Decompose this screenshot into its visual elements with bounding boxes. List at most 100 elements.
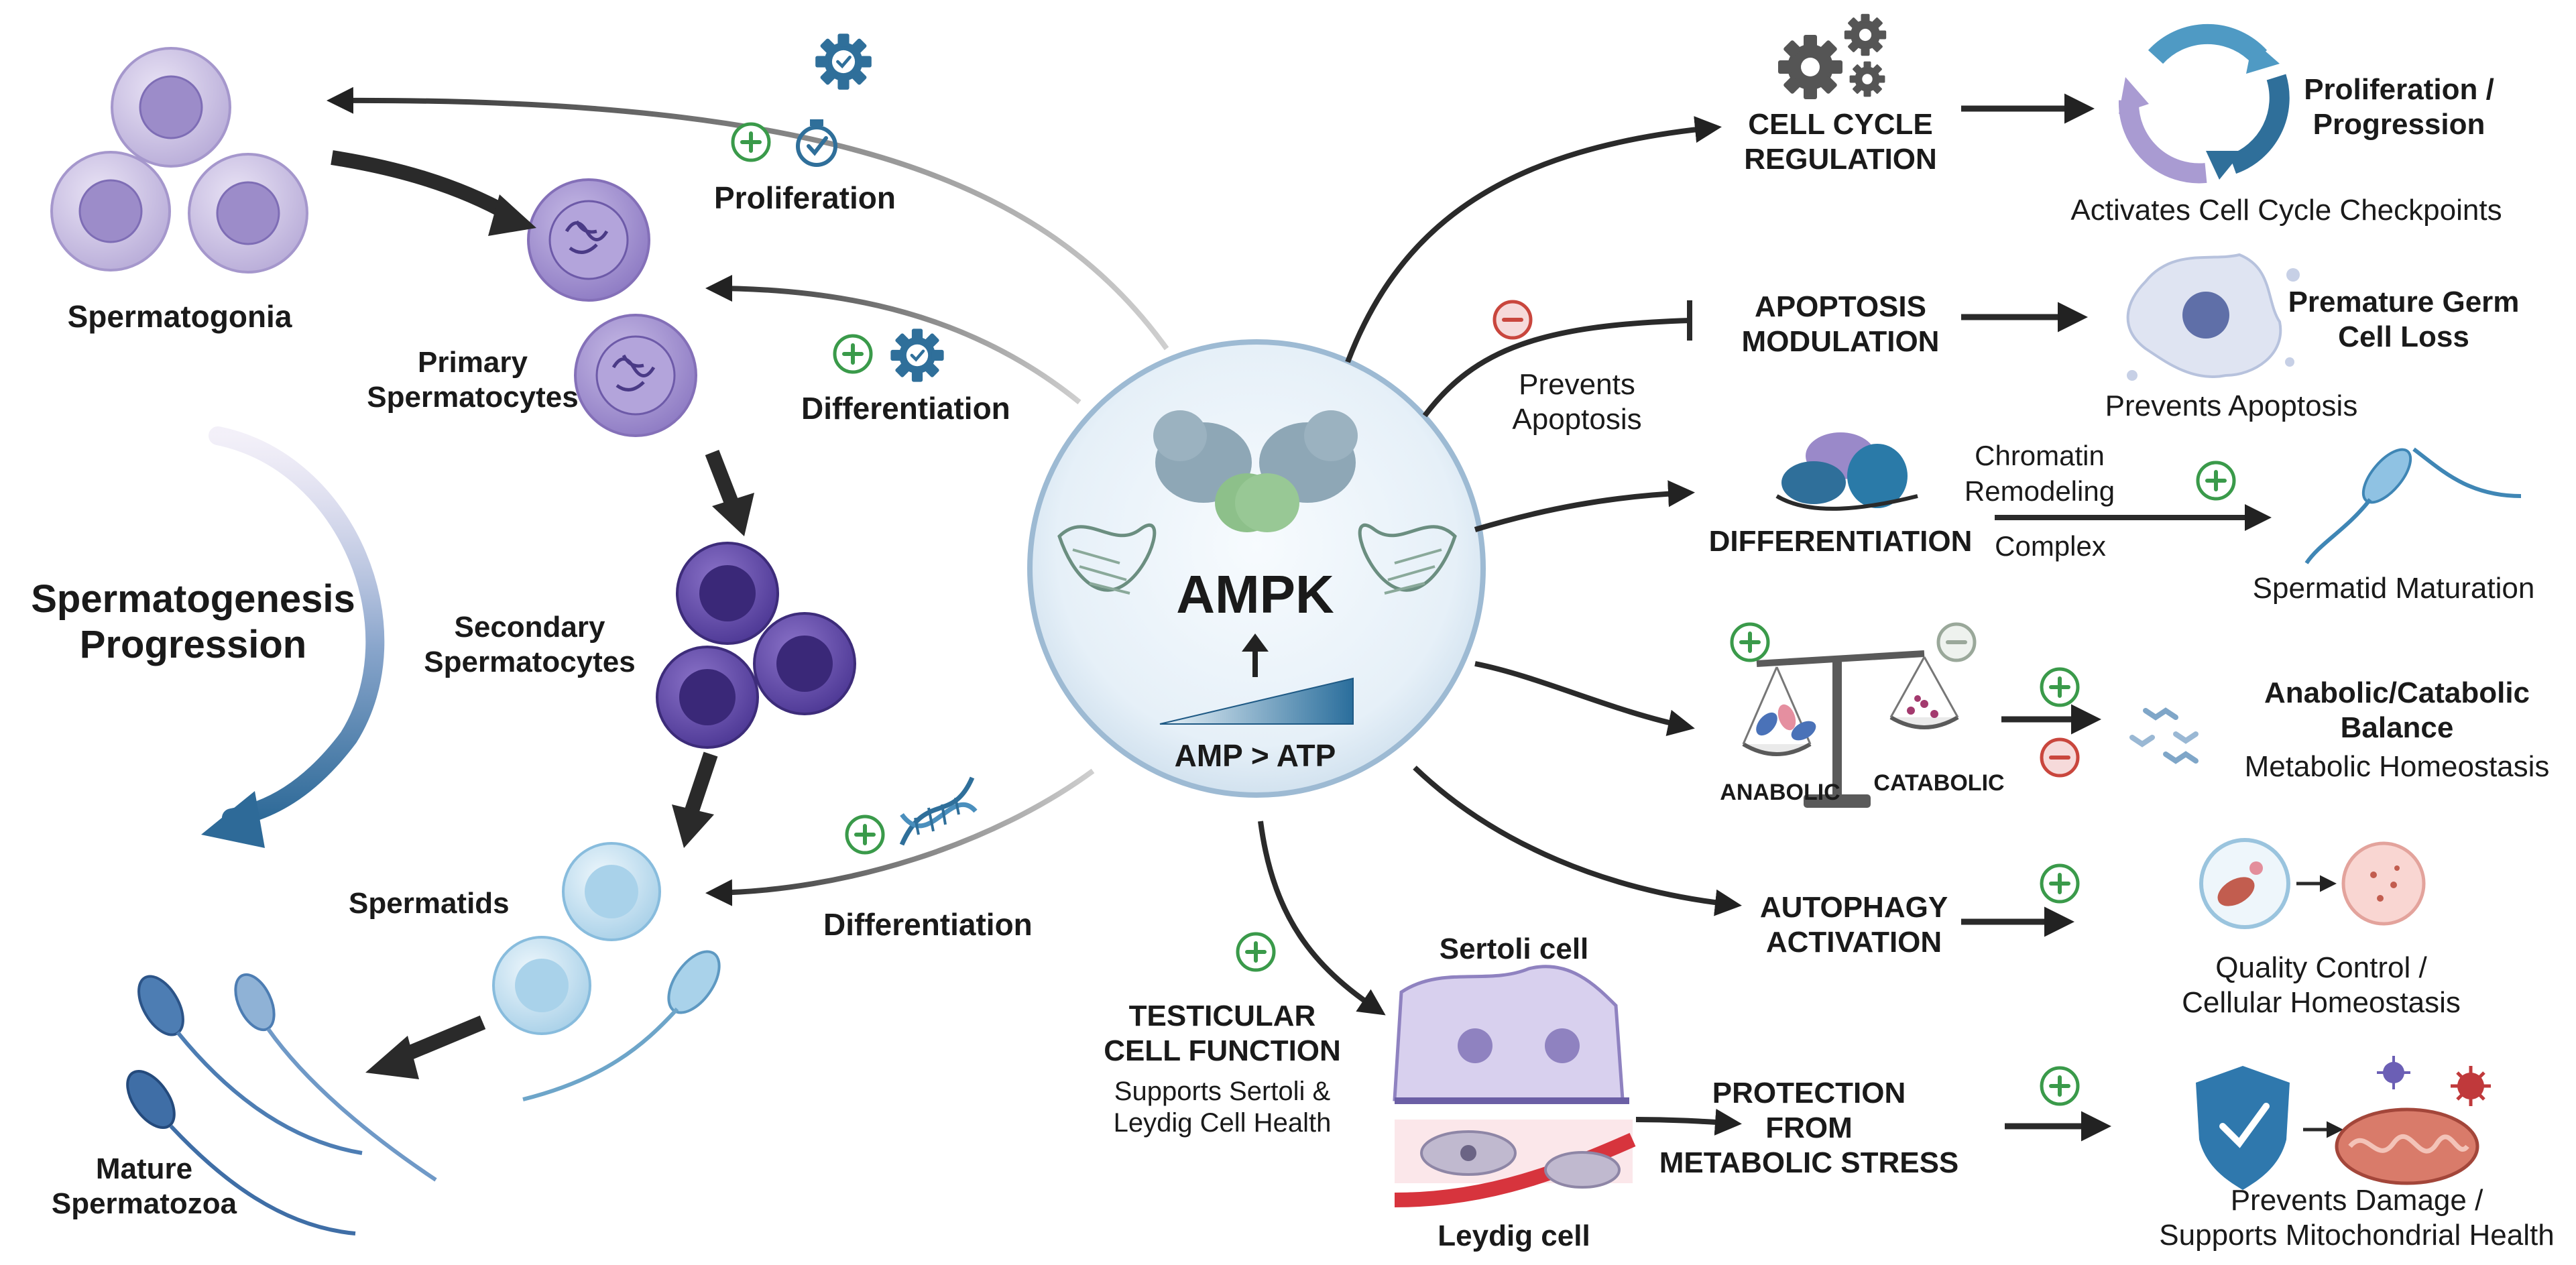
cell-cycle-outcome-line2: Progression [2312, 107, 2485, 141]
autophagosome-icon [2199, 838, 2426, 929]
spermatogonia-label: Spermatogonia [67, 299, 292, 334]
chromatin-icon [1775, 432, 1918, 511]
amp-atp-ratio: AMP > ATP [1174, 738, 1336, 773]
secondary-label-line2: Spermatocytes [424, 645, 636, 678]
spermatid-cells [492, 842, 721, 1101]
prevents-apoptosis-note: Prevents Apoptosis [2105, 389, 2358, 422]
progression-label: Spermatogenesis Progression [31, 577, 355, 668]
apoptosis-label: APOPTOSIS MODULATION [1742, 290, 1940, 359]
chromatin-plus-icon [2198, 463, 2234, 499]
prevents-damage-line1: Prevents Damage / [2230, 1184, 2483, 1217]
proliferation-label: Proliferation [714, 180, 896, 215]
testicular-function-label: TESTICULAR CELL FUNCTION [1104, 999, 1341, 1069]
spermatid-icon [2304, 447, 2522, 564]
germ-cell-loss-line1: Premature Germ [2288, 286, 2520, 318]
prevents-damage-line2: Supports Mitochondrial Health [2159, 1218, 2555, 1252]
differentiation-label-right: DIFFERENTIATION [1708, 525, 1973, 558]
anabolic-label: ANABOLIC [1720, 780, 1840, 805]
secondary-spermatocytes-label: Secondary Spermatocytes [424, 610, 635, 680]
cycle-arrows-icon [2118, 23, 2290, 184]
differentiation-gear-icon [890, 328, 943, 381]
progression-arc [201, 426, 385, 848]
cell-cycle-note: Activates Cell Cycle Checkpoints [2070, 194, 2502, 227]
testicular-note: Supports Sertoli & Leydig Cell Health [1114, 1076, 1332, 1139]
balance-minus-icon [2042, 739, 2078, 776]
quality-control-line2: Cellular Homeostasis [2182, 985, 2461, 1019]
apoptosis-line2: MODULATION [1741, 324, 1940, 358]
differentiation-plus-icon [835, 336, 871, 372]
progression-arrows [331, 150, 754, 1079]
primary-spermatocytes-label: Primary Spermatocytes [367, 345, 578, 415]
mature-label-line1: Mature [95, 1152, 193, 1185]
ampk-protein-structure [1057, 410, 1457, 595]
ampk-title: AMPK [1176, 564, 1334, 624]
mature-label-line2: Spermatozoa [51, 1187, 237, 1220]
leydig-cell-icon [1394, 1120, 1636, 1207]
protection-label: PROTECTION FROM METABOLIC STRESS [1659, 1076, 1959, 1181]
shield-icon [2196, 1066, 2343, 1190]
metabolic-homeostasis-label: Metabolic Homeostasis [2244, 750, 2550, 783]
testicular-note-line2: Leydig Cell Health [1113, 1108, 1332, 1138]
cell-cycle-outcome-label: Proliferation / Progression [2304, 72, 2494, 142]
chromatin-remodeling-line2: Remodeling [1964, 475, 2115, 507]
differentiation-label-bottom: Differentiation [823, 907, 1033, 942]
quality-control-line1: Quality Control / [2215, 951, 2427, 984]
balance-plus-icon [2042, 669, 2078, 705]
ampk-hub [1027, 339, 1486, 798]
sertoli-cell-icon [1393, 965, 1629, 1104]
prevents-damage-label: Prevents Damage / Supports Mitochondrial… [2159, 1183, 2554, 1253]
spermatids-label: Spermatids [349, 887, 510, 920]
prevents-line2: Apoptosis [1512, 402, 1642, 436]
mitochondria-icon [2335, 1056, 2491, 1185]
progression-label-line2: Progression [79, 623, 307, 667]
spermatogonia-cells [50, 47, 308, 274]
primary-spermatocyte-cells [527, 178, 697, 437]
autophagy-label: AUTOPHAGY ACTIVATION [1760, 890, 1948, 960]
mature-spermatozoa [126, 973, 437, 1236]
cell-cycle-outcome-line1: Proliferation / [2304, 73, 2494, 106]
apoptosis-minus-icon [1495, 302, 1531, 338]
cell-cycle-line1: CELL CYCLE [1748, 108, 1933, 141]
apoptotic-cell-icon [2126, 253, 2300, 381]
cell-cycle-gears-icon [1778, 13, 1887, 99]
molecules-icon [2129, 707, 2199, 764]
balance-scale-icon [1742, 650, 1959, 808]
testicular-line2: CELL FUNCTION [1104, 1034, 1341, 1067]
balance-outcome-line2: Balance [2340, 711, 2454, 744]
germ-cell-loss-line2: Cell Loss [2338, 320, 2469, 353]
ampk-right-arrows [1258, 116, 1742, 1136]
differentiation-plus-icon-2 [847, 817, 883, 853]
spermatid-maturation-label: Spermatid Maturation [2252, 572, 2535, 605]
prevents-line1: Prevents [1519, 368, 1635, 401]
progression-label-line1: Spermatogenesis [31, 577, 355, 621]
outcome-arrows [1961, 93, 2272, 1142]
balance-outcome-line1: Anabolic/Catabolic [2264, 676, 2530, 709]
chromatin-remodeling-line1: Chromatin [1975, 440, 2105, 471]
dna-icon [899, 776, 978, 846]
primary-label-line2: Spermatocytes [367, 380, 579, 414]
secondary-spermatocyte-cells [656, 542, 856, 749]
protection-line2: FROM [1765, 1111, 1853, 1144]
catabolic-label: CATABOLIC [1873, 770, 2005, 796]
anabolic-plus-icon [1732, 624, 1768, 660]
testicular-note-line1: Supports Sertoli & [1114, 1077, 1331, 1106]
protection-line1: PROTECTION [1712, 1077, 1906, 1109]
prevents-apoptosis-inhibit: Prevents Apoptosis [1512, 367, 1641, 437]
proliferation-plus-icon [733, 124, 769, 160]
timer-icon [796, 119, 837, 167]
testicular-plus-icon [1238, 934, 1274, 970]
amp-gradient-wedge [1159, 677, 1354, 725]
leydig-cell-label: Leydig cell [1438, 1219, 1590, 1252]
autophagy-line1: AUTOPHAGY [1759, 891, 1948, 924]
proliferation-gear-icon [815, 34, 872, 90]
testicular-line1: TESTICULAR [1128, 1000, 1316, 1032]
germ-cell-loss-label: Premature Germ Cell Loss [2288, 285, 2520, 355]
differentiation-label-top: Differentiation [801, 391, 1010, 426]
cell-cycle-label: CELL CYCLE REGULATION [1744, 107, 1937, 177]
autophagy-plus-icon [2042, 865, 2078, 902]
mature-spermatozoa-label: Mature Spermatozoa [52, 1152, 237, 1221]
cell-cycle-line2: REGULATION [1744, 142, 1937, 176]
chromatin-remodeling-line3: Complex [1995, 530, 2106, 562]
